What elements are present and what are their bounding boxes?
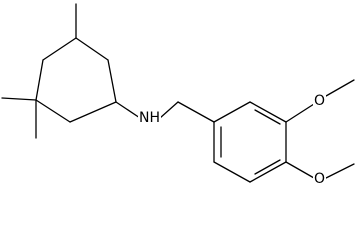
bond-aryl-o-lower <box>285 161 315 179</box>
oxygen-lower-label: O <box>313 171 327 187</box>
bond-ch2-aryl <box>177 101 215 123</box>
bond-ring-c5-c6 <box>35 99 71 123</box>
bond-ring-c1-c2 <box>107 59 117 103</box>
oxygen-upper-label: O <box>313 93 327 109</box>
nh-label: NH <box>138 110 161 126</box>
bond-o-lower-methyl <box>325 163 355 179</box>
bond-benzene-a2-a3 <box>213 161 251 183</box>
bond-nh-ch2 <box>159 101 179 119</box>
bond-ring-c4-c5 <box>35 59 44 101</box>
bond-benzene-double-bottom <box>254 159 281 175</box>
bond-aryl-o-upper <box>285 103 315 123</box>
bond-benzene-double-top <box>254 109 281 125</box>
molecule-diagram: NH O O <box>1 3 355 187</box>
bond-ring-c2-c3 <box>75 37 109 61</box>
bond-ring-c3-c4 <box>42 37 77 61</box>
bond-o-upper-methyl <box>325 79 355 97</box>
bond-gem-methyl-left <box>1 97 37 101</box>
bond-benzene-a5-a6 <box>249 101 287 123</box>
bond-benzene-a3-a4 <box>249 161 287 183</box>
bond-layer <box>1 3 355 183</box>
bond-benzene-a6-a1 <box>213 101 251 123</box>
bond-c1-nh <box>115 101 141 119</box>
bond-ring-c6-c1 <box>69 101 117 123</box>
